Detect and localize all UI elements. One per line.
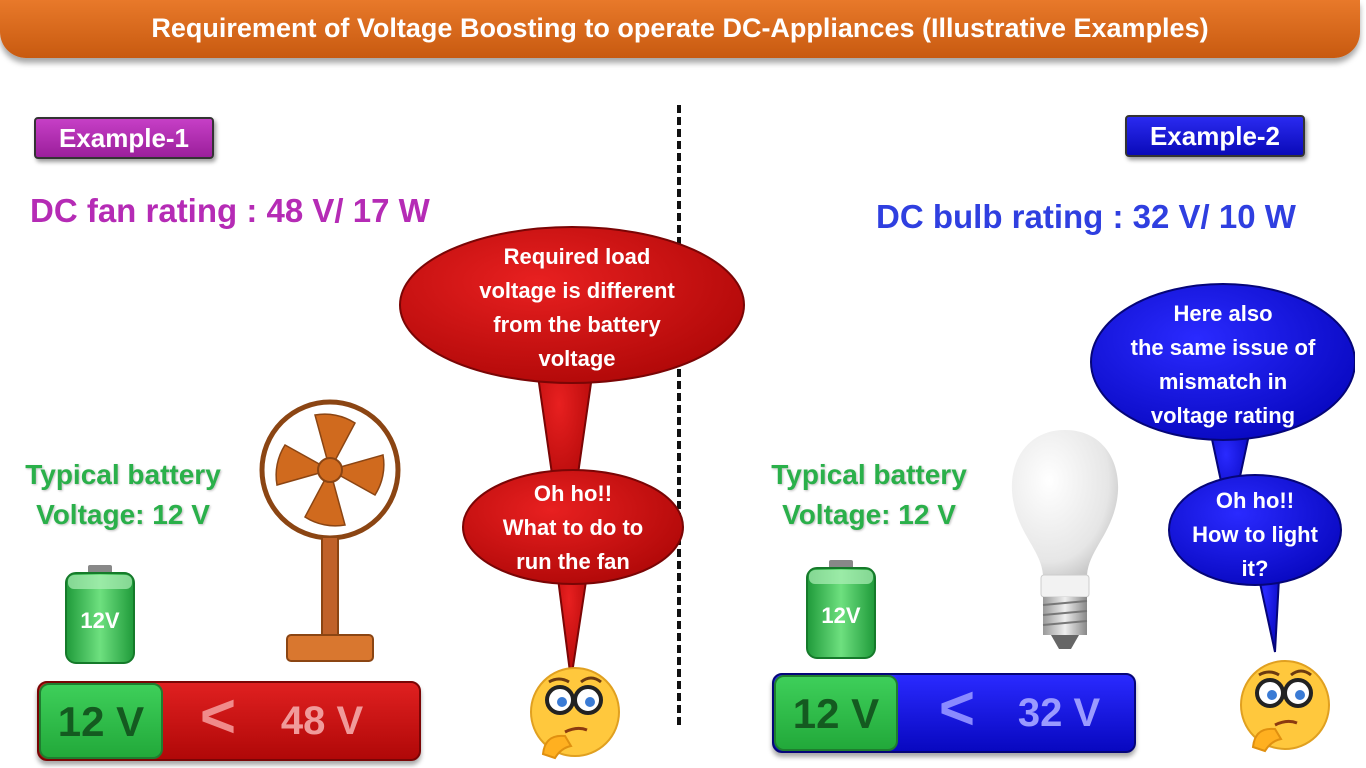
- bubble-line: Oh ho!!: [533, 481, 613, 506]
- battery-icon: [62, 565, 138, 665]
- bubble-line: Here also: [1173, 301, 1273, 326]
- bubble-line: it?: [1241, 556, 1269, 581]
- bubble-line: voltage is different: [479, 278, 675, 303]
- bubble-line: run the fan: [516, 549, 630, 574]
- bubble-line: How to light: [1192, 522, 1318, 547]
- bubble-line: What to do to: [502, 515, 644, 540]
- example2-tag: Example-2: [1125, 115, 1305, 157]
- battery-text-line2: Voltage: 12 V: [36, 499, 210, 530]
- example1-battery-voltage: Typical battery Voltage: 12 V: [10, 455, 236, 535]
- less-than-symbol: <: [199, 682, 237, 751]
- bubble-small-text: Oh ho!! How to light it?: [1170, 484, 1340, 586]
- bubble-main-text: Required load voltage is different from …: [430, 240, 724, 376]
- divider: [677, 105, 681, 725]
- thinking-face-icon: [525, 662, 625, 762]
- example2-rating: DC bulb rating : 32 V/ 10 W: [876, 198, 1296, 235]
- less-than-symbol: <: [938, 674, 976, 743]
- battery-label: 12V: [80, 608, 120, 633]
- bulb-icon: [1005, 425, 1125, 655]
- thinking-face-icon: [1235, 655, 1335, 755]
- bubble-line: from the battery: [493, 312, 661, 337]
- battery-text-line2: Voltage: 12 V: [782, 499, 956, 530]
- bubble-line: voltage: [538, 346, 616, 371]
- bar-right-value: 32 V: [1017, 691, 1101, 735]
- speech-bubble-blue: [1085, 280, 1356, 655]
- battery-text-line1: Typical battery: [25, 459, 221, 490]
- page-title: Requirement of Voltage Boosting to opera…: [0, 0, 1360, 58]
- battery-icon: [803, 560, 879, 660]
- example1-tag: Example-1: [34, 117, 214, 159]
- battery-label: 12V: [821, 603, 861, 628]
- bubble-line: voltage rating: [1150, 403, 1296, 428]
- voltage-comparison-bar-2: 12 V < 32 V: [772, 673, 1136, 753]
- speech-bubble-red: [395, 225, 750, 685]
- bubble-line: Required load: [503, 244, 651, 269]
- bubble-line: mismatch in: [1158, 369, 1288, 394]
- bubble-line: the same issue of: [1130, 335, 1316, 360]
- example1-rating: DC fan rating : 48 V/ 17 W: [30, 192, 430, 229]
- bar-left-value: 12 V: [39, 683, 163, 759]
- bubble-main-text: Here also the same issue of mismatch in …: [1100, 297, 1346, 433]
- battery-text-line1: Typical battery: [771, 459, 967, 490]
- bubble-line: Oh ho!!: [1215, 488, 1295, 513]
- fan-icon: [255, 395, 405, 665]
- bubble-small-text: Oh ho!! What to do to run the fan: [470, 477, 676, 579]
- voltage-comparison-bar-1: 12 V < 48 V: [37, 681, 421, 761]
- example2-battery-voltage: Typical battery Voltage: 12 V: [756, 455, 982, 535]
- bar-left-value: 12 V: [774, 675, 898, 751]
- bar-right-value: 48 V: [280, 699, 364, 743]
